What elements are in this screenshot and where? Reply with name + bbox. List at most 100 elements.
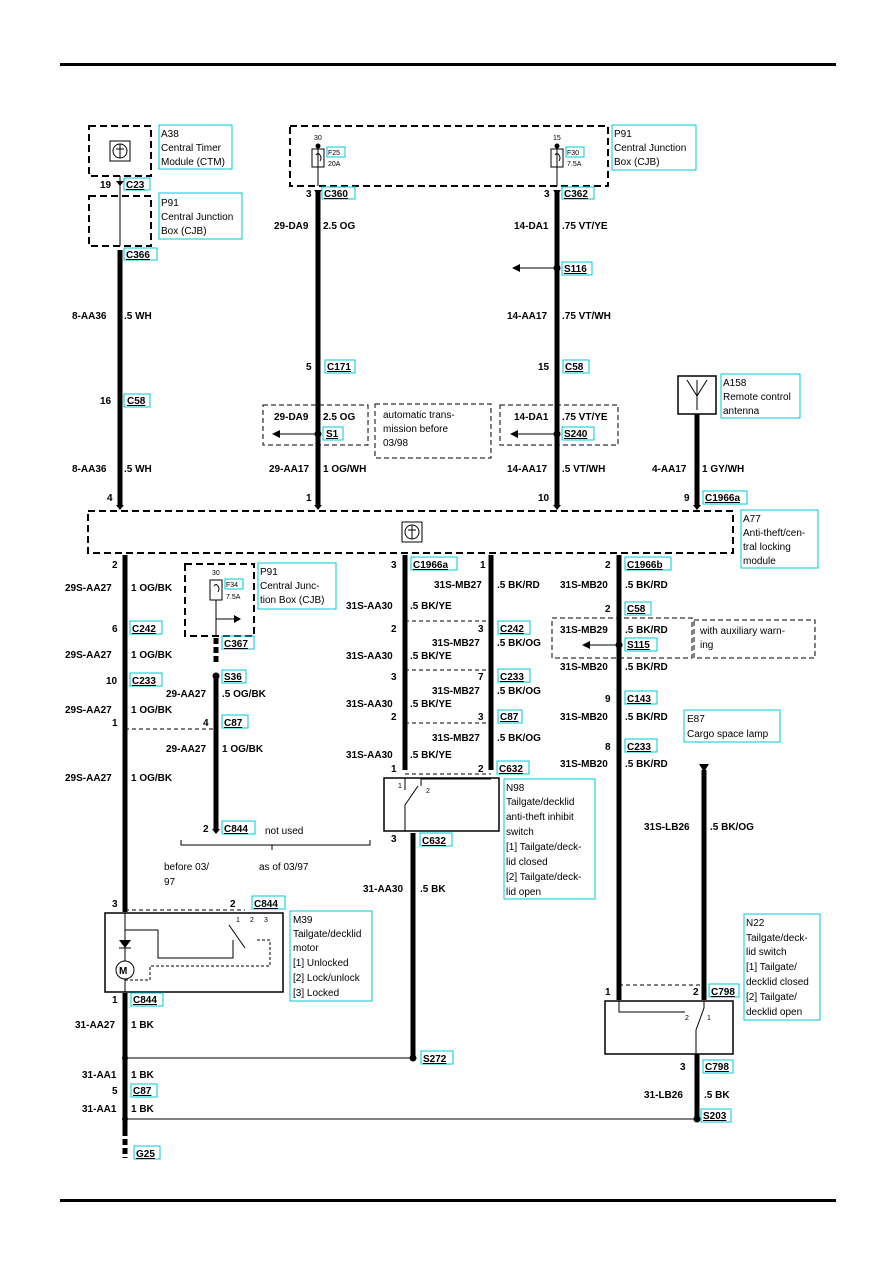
pin-label: 2 xyxy=(203,824,209,835)
wire-label: 31S-AA30 xyxy=(346,699,393,710)
svg-text:1: 1 xyxy=(398,783,402,790)
pin-label: 4 xyxy=(203,718,209,729)
pin-label: 1 xyxy=(306,493,312,504)
wire-spec: .5 BK/RD xyxy=(625,759,668,770)
antenna-icon xyxy=(686,379,708,410)
wire-spec: 1 OG/BK xyxy=(131,773,173,784)
wire-spec: .5 BK/YE xyxy=(410,601,452,612)
connector-c87: C87 xyxy=(224,718,243,729)
connector-c233: C233 xyxy=(500,672,524,683)
pin-label: 1 xyxy=(480,560,486,571)
wire-spec: 1 OG/BK xyxy=(131,650,173,661)
pin-label: 10 xyxy=(538,493,550,504)
pin-label: 2 xyxy=(605,560,611,571)
wire-label: 14-AA17 xyxy=(507,464,547,475)
wire-label: 29S-AA27 xyxy=(65,773,112,784)
wire-label: 4-AA17 xyxy=(652,464,687,475)
connector-c1966a: C1966a xyxy=(413,560,448,571)
wire-label: 31S-AA30 xyxy=(346,750,393,761)
connector-c233: C233 xyxy=(132,676,156,687)
pin-label: 3 xyxy=(478,712,484,723)
connector-c798: C798 xyxy=(711,987,735,998)
pin-label: 2 xyxy=(478,764,484,775)
svg-text:3: 3 xyxy=(264,917,268,924)
wire-spec: .5 BK/YE xyxy=(410,750,452,761)
connector-s115: S115 xyxy=(627,640,650,651)
wire-label: 31S-MB27 xyxy=(432,638,480,649)
pin-label: 2 xyxy=(605,604,611,615)
wire-label: 31S-LB26 xyxy=(644,822,690,833)
pin-label: 1 xyxy=(605,987,611,998)
aux-warning-note: with auxiliary warn-ing xyxy=(699,626,785,651)
pin-label: 1 xyxy=(112,995,118,1006)
before-note: before 03/97 xyxy=(164,862,209,888)
wire-label: 31S-AA30 xyxy=(346,651,393,662)
wire-spec: 1 OG/BK xyxy=(131,705,173,716)
wire-label: 29S-AA27 xyxy=(65,705,112,716)
m39-box xyxy=(104,912,284,993)
wire-spec: .5 BK/RD xyxy=(625,712,668,723)
wire-spec: .5 WH xyxy=(124,311,152,322)
pin-label: 6 xyxy=(112,624,118,635)
pin-label: 3 xyxy=(680,1062,686,1073)
pin-label: 2 xyxy=(112,560,118,571)
connector-c798: C798 xyxy=(705,1062,729,1073)
pin-label: 1 xyxy=(112,718,118,729)
connector-s116: S116 xyxy=(564,264,587,275)
m39-internal: M 1 2 3 xyxy=(115,913,271,992)
fuse-f34-name: F34 xyxy=(226,582,238,589)
wire-spec: .75 VT/WH xyxy=(562,311,611,322)
wire-label: 14-AA17 xyxy=(507,311,547,322)
connector-s272: S272 xyxy=(423,1054,447,1065)
pin-label: 9 xyxy=(684,493,690,504)
wire-label: 31S-MB20 xyxy=(560,759,608,770)
wire-label: 8-AA36 xyxy=(72,464,107,475)
module-symbol-icon xyxy=(109,140,131,162)
wire-label: 14-DA1 xyxy=(514,221,549,232)
wire-spec: 1 GY/WH xyxy=(702,464,744,475)
wire-spec: 1 OG/WH xyxy=(323,464,366,475)
wire-label: 29S-AA27 xyxy=(65,650,112,661)
wire-spec: .5 VT/WH xyxy=(562,464,605,475)
svg-text:1: 1 xyxy=(707,1015,711,1022)
svg-text:M: M xyxy=(119,966,127,977)
pin-label: 3 xyxy=(112,899,118,910)
pin-label: 3 xyxy=(391,560,397,571)
wire-spec: 1 BK xyxy=(131,1070,155,1081)
connector-s203: S203 xyxy=(703,1111,727,1122)
connector-c844: C844 xyxy=(133,995,157,1006)
as-of-note: as of 03/97 xyxy=(259,862,309,873)
connector-c242: C242 xyxy=(132,624,156,635)
lamp-arrow-icon xyxy=(699,764,709,772)
pin-label: 9 xyxy=(605,694,611,705)
wire-spec: .5 BK/OG xyxy=(710,822,754,833)
wire-spec: 1 OG/BK xyxy=(131,583,173,594)
connector-c58: C58 xyxy=(627,604,646,615)
wire-spec: .5 BK xyxy=(704,1090,730,1101)
wire-label: 31-AA30 xyxy=(363,884,403,895)
wire-spec: .75 VT/YE xyxy=(562,412,608,423)
connector-c632: C632 xyxy=(499,764,523,775)
wire-spec: .5 BK/RD xyxy=(625,662,668,673)
pin-label: 16 xyxy=(100,396,112,407)
connector-c143: C143 xyxy=(627,694,651,705)
connector-c632: C632 xyxy=(422,836,446,847)
wire-spec: .5 BK xyxy=(420,884,446,895)
wire-spec: 1 BK xyxy=(131,1104,155,1115)
wire-label: 31S-AA30 xyxy=(346,601,393,612)
connector-c1966b: C1966b xyxy=(627,560,663,571)
connector-s240: S240 xyxy=(564,429,588,440)
svg-text:2: 2 xyxy=(250,917,254,924)
ground-g25: G25 xyxy=(136,1149,155,1160)
pin-label: 3 xyxy=(478,624,484,635)
wire-label: 31-AA1 xyxy=(82,1104,117,1115)
wire-label: 31S-MB20 xyxy=(560,662,608,673)
wire-spec: 2.5 OG xyxy=(323,412,355,423)
